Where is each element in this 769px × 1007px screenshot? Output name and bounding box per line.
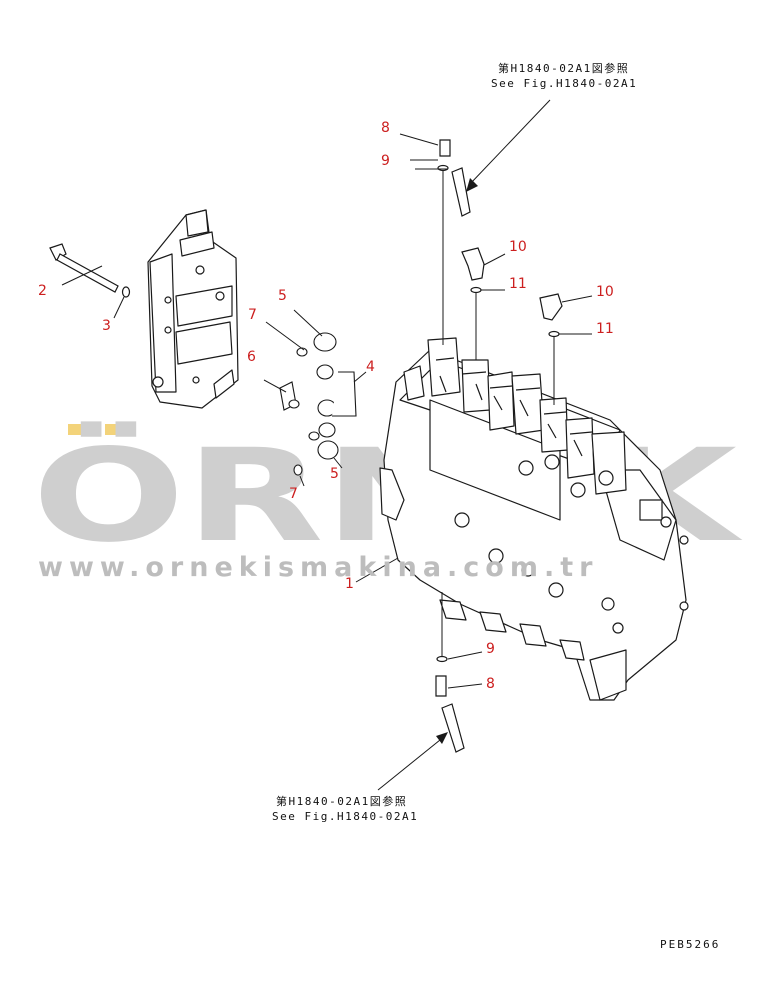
callout-9: 9 [381, 153, 390, 169]
callout-3: 3 [102, 318, 111, 334]
callout-4: 4 [366, 359, 375, 375]
callout-10: 10 [596, 284, 614, 300]
callout-7: 7 [248, 307, 257, 323]
bolt [49, 243, 119, 293]
watermark-url: www.ornekismakina.com.tr [38, 552, 599, 583]
seal-kit [279, 332, 357, 476]
section-valve [147, 209, 239, 409]
fittings [435, 139, 563, 753]
drawing-code: PEB5266 [660, 938, 721, 951]
reference-bottom-en: See Fig.H1840-02A1 [272, 810, 419, 823]
main-valve [379, 337, 689, 701]
reference-top-jp: 第H1840-02A1図参照 [498, 62, 630, 75]
callout-numbers: 1 2 3 4 5 5 6 7 7 8 8 9 9 10 10 11 11 [38, 120, 614, 692]
callout-8: 8 [381, 120, 390, 136]
callout-11: 11 [509, 276, 527, 292]
callout-1: 1 [345, 576, 354, 592]
reference-top-en: See Fig.H1840-02A1 [491, 77, 638, 90]
washer [121, 286, 131, 298]
callout-5: 5 [278, 288, 287, 304]
callout-8: 8 [486, 676, 495, 692]
callout-5: 5 [330, 466, 339, 482]
callout-6: 6 [247, 349, 256, 365]
callout-10: 10 [509, 239, 527, 255]
callout-2: 2 [38, 283, 47, 299]
callout-7: 7 [289, 486, 298, 502]
arrow-heads [436, 178, 478, 744]
connector-lines [61, 99, 593, 791]
reference-bottom-jp: 第H1840-02A1図参照 [276, 795, 408, 808]
callout-9: 9 [486, 641, 495, 657]
callout-11: 11 [596, 321, 614, 337]
